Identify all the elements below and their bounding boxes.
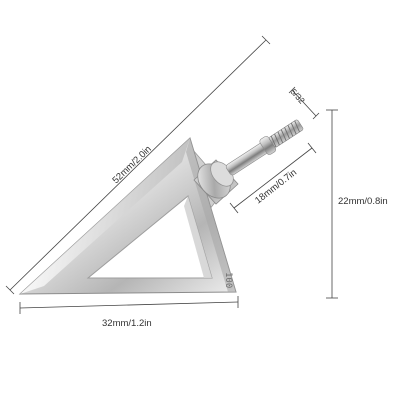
thread-dimension-line (291, 89, 317, 117)
length-dimension-line (9, 39, 267, 291)
width-label: 32mm/1.2in (102, 318, 152, 329)
ferrule-label: 18mm/0.7in (253, 167, 299, 206)
dimension-lines (5, 35, 338, 314)
broadhead: 100 (18, 119, 304, 295)
ferrule-dimension-line (233, 147, 313, 209)
thread (269, 119, 304, 148)
height-label: 22mm/0.8in (338, 196, 388, 207)
shaft (225, 136, 276, 176)
blade-bevel (20, 138, 190, 294)
weight-engraving: 100 (223, 272, 233, 288)
width-dimension-line (19, 301, 239, 309)
blade-window-shade (184, 196, 212, 278)
ferrule (193, 159, 239, 205)
